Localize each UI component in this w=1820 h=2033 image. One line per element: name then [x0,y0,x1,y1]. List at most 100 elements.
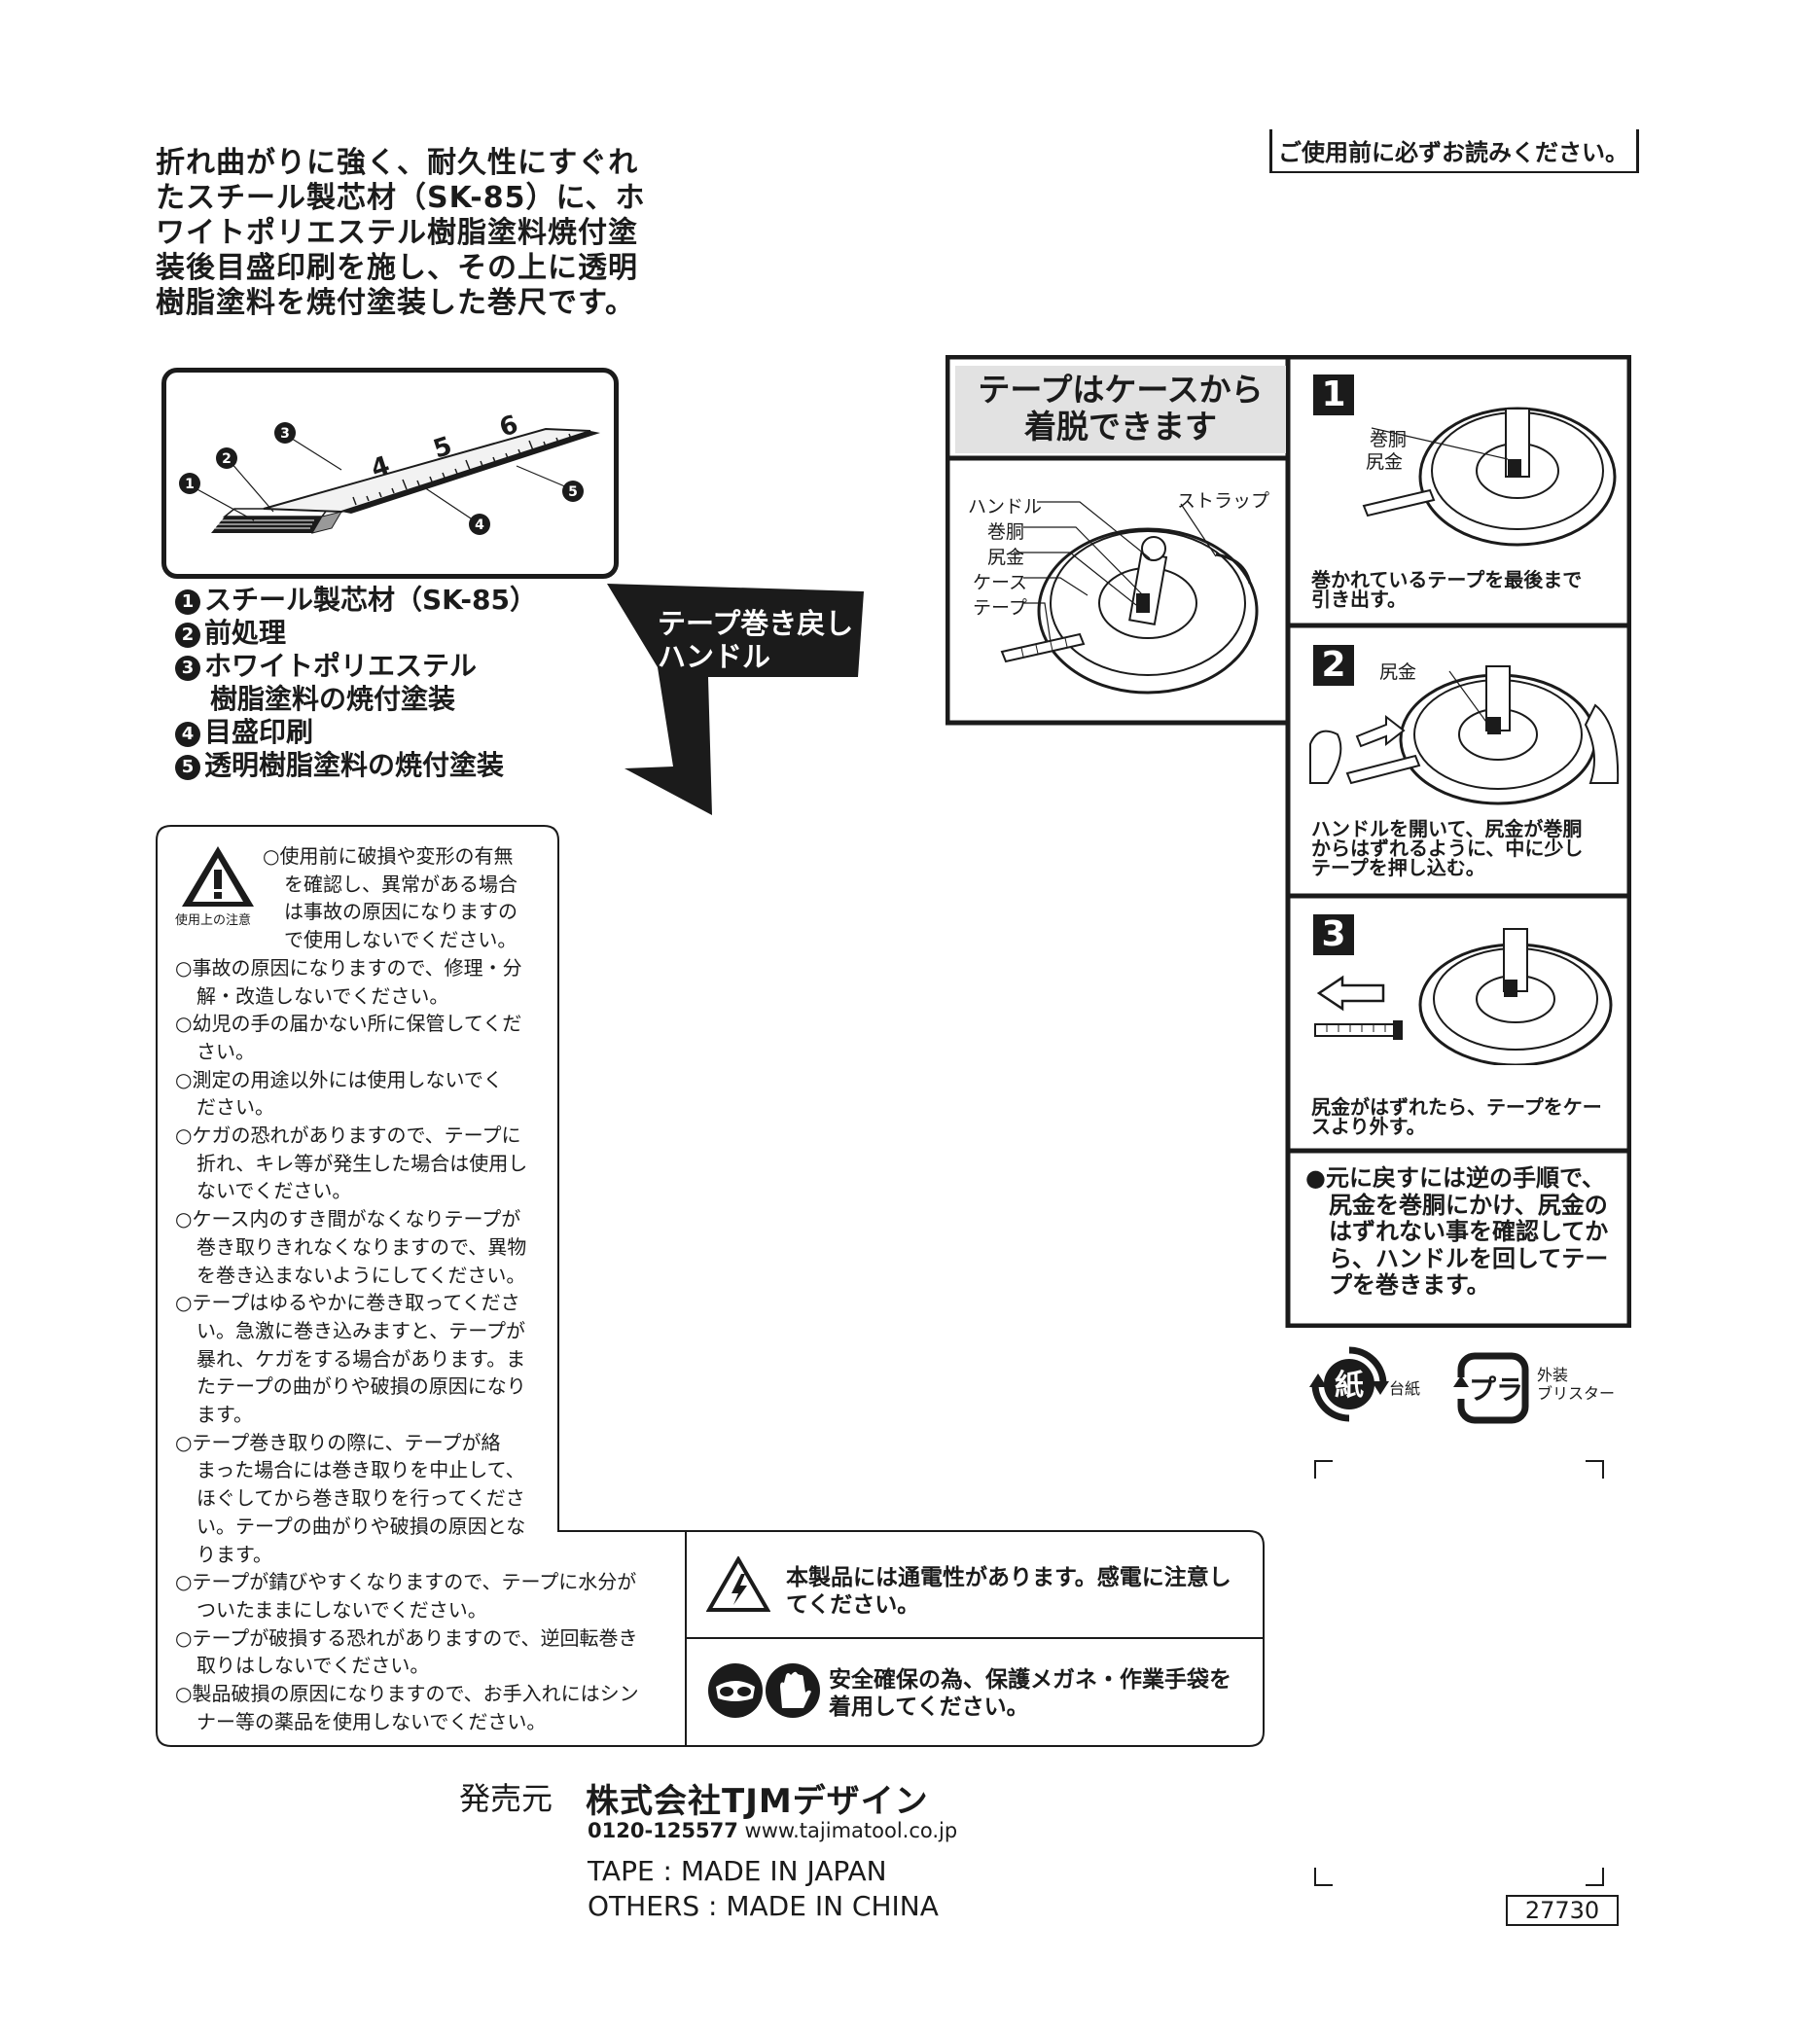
detach-panel-header: テープはケースから 着脱できます [955,372,1286,446]
restore-line: ●元に戻すには逆の手順で、 [1305,1164,1605,1192]
caution-label: 使用上の注意 [175,913,252,928]
caution-line: を巻き込まないようにしてください。 [196,1263,526,1287]
intro-paragraph: 折れ曲がりに強く、耐久性にすぐれ たスチール製芯材（SK-85）に、ホ ワイトポ… [156,146,646,321]
warning-triangle-icon [182,846,254,907]
restore-line: 尻金を巻胴にかけ、尻金の [1329,1191,1608,1219]
paper-recycle-icon: 紙 [1309,1346,1389,1422]
safety-notice-text: 安全確保の為、保護メガネ・作業手袋を 着用してください。 [829,1666,1231,1721]
header-line: 着脱できます [1024,408,1217,446]
header-line: テープはケースから [978,371,1264,409]
caution-line: ○テープが錆びやすくなりますので、テープに水分が [175,1570,637,1594]
notice-line: 安全確保の為、保護メガネ・作業手袋を [829,1667,1231,1693]
callout-line: テープ巻き戻し [658,607,854,640]
step-2-label-tail-hook: 尻金 [1379,661,1417,683]
paper-mark: 紙 [1335,1369,1364,1403]
caution-line: は事故の原因になりますの [284,900,517,924]
scale-number: 6 [496,410,521,444]
callout-5-marker [562,481,584,502]
caution-line: を確認し、異常がある場合 [284,872,517,896]
layer-label: ホワイトポリエステル [204,650,478,682]
pla-label-line: 外装 [1537,1366,1569,1384]
pla-label-line: ブリスター [1537,1384,1616,1403]
caption-line: 尻金がはずれたら、テープをケー [1311,1095,1602,1119]
safety-goggles-icon [708,1663,763,1718]
warning-line: てください。 [786,1592,920,1618]
caution-line: ○使用前に破損や変形の有無 [263,844,514,868]
part-label-handle: ハンドル [968,496,1043,517]
callout-number: 1 [185,477,195,492]
callout-number: 5 [568,484,578,500]
pla-mark: プラ [1469,1373,1523,1406]
intro-line: たスチール製芯材（SK-85）に、ホ [156,181,646,215]
step-3-illustration [1314,928,1613,1065]
seller-contact: 0120-125577 www.tajimatool.co.jp [588,1819,957,1842]
layer-number: 4 [175,722,200,747]
paper-recycle-label: 台紙 [1389,1379,1421,1398]
arrow-left-icon [1316,975,1385,1012]
tape-handle-callout-shape [607,584,864,815]
callout-4-marker [469,514,490,535]
caution-line: ナー等の薬品を使用しないでください。 [196,1709,547,1733]
read-before-use-notice: ご使用前に必ずお読みください。 [1269,129,1639,173]
seller-label: 発売元 [459,1780,553,1817]
tape-measure-parts-illustration [1000,501,1259,695]
caution-line: ○幼児の手の届かない所に保管してくだ [175,1012,522,1036]
caption-line: ハンドルを開いて、尻金が巻胴 [1311,817,1583,840]
caution-line: ○テープ巻き取りの際に、テープが絡 [175,1430,501,1454]
country-of-origin: TAPE : MADE IN JAPAN OTHERS : MADE IN CH… [588,1854,939,1924]
caution-line: い。テープの曲がりや破損の原因とな [196,1514,526,1538]
callout-1-marker [179,473,200,494]
electric-warning-text: 本製品には通電性があります。感電に注意し てください。 [786,1564,1231,1619]
restore-line: ら、ハンドルを回してテー [1329,1244,1609,1272]
intro-line: 折れ曲がりに強く、耐久性にすぐれ [156,146,639,180]
detach-panel-outline [946,355,1631,1328]
caution-line: で使用しないでください。 [284,928,517,952]
callout-number: 2 [222,451,232,467]
detach-panel-header-bg [955,366,1286,453]
electric-hazard-icon [706,1556,770,1612]
layer-label-continued: 樹脂塗料の焼付塗装 [210,683,456,715]
caption-line: 巻かれているテープを最後まで [1311,568,1583,591]
caption-line: 引き出す。 [1311,588,1407,611]
tape-layers-illustration: 4 5 6 1 2 3 4 5 [179,410,600,535]
step-1-label-drum: 巻胴 [1370,429,1408,450]
caution-line: さい。 [196,1039,255,1063]
scale-ticks [352,433,572,506]
caption-line: テープを押し込む。 [1311,856,1485,879]
part-label-drum: 巻胴 [987,521,1025,543]
caution-line: ついたままにしないでください。 [196,1597,487,1622]
layer-number: 2 [175,623,200,648]
caution-line: い。急激に巻き込みますと、テープが [196,1318,525,1342]
caution-line: 解・改造しないでください。 [196,983,449,1008]
caution-line: 暴れ、ケガをする場合があります。ま [196,1346,526,1371]
caution-list: ○使用前に破損や変形の有無を確認し、異常がある場合は事故の原因になりますので使用… [175,842,639,1736]
phone-number: 0120-125577 [588,1819,738,1842]
part-label-tape: テープ [973,597,1027,619]
tape-structure-diagram: 4 5 6 1 2 3 4 5 [161,368,619,579]
step-3-caption: 尻金がはずれたら、テープをケー スより外す。 [1311,1097,1602,1136]
caption-line: スより外す。 [1311,1115,1426,1138]
layer-thickness [341,431,600,514]
step-1-illustration [1362,407,1617,547]
step-1-caption: 巻かれているテープを最後まで 引き出す。 [1311,570,1582,609]
warning-line: 本製品には通電性があります。感電に注意し [786,1565,1231,1590]
caution-line: まった場合には巻き取りを中止して、 [196,1458,525,1482]
step-2-illustration [1309,665,1620,805]
caution-line: 取りはしないでください。 [196,1654,430,1678]
step-3-number: 3 [1313,914,1354,955]
callout-number: 3 [280,426,290,442]
tape-handle-callout-label: テープ巻き戻し ハンドル [658,607,853,673]
caution-line: ○テープはゆるやかに巻き取ってくださ [175,1291,520,1315]
restore-line: プを巻きます。 [1329,1271,1490,1299]
intro-line: ワイトポリエステル樹脂塗料焼付塗 [156,216,638,250]
plastic-recycle-label: 外装 ブリスター [1537,1366,1615,1403]
plastic-recycle-icon: プラ [1453,1352,1529,1424]
intro-line: 装後目盛印刷を施し、その上に透明 [156,251,638,285]
caution-line: 巻き取りきれなくなりますので、異物 [196,1234,527,1259]
part-label-strap: ストラップ [1177,490,1270,512]
